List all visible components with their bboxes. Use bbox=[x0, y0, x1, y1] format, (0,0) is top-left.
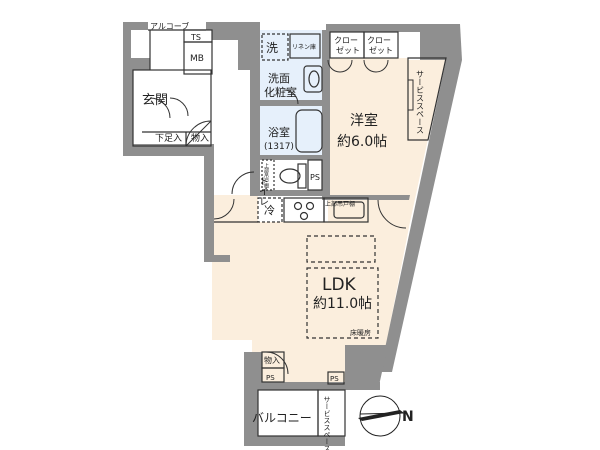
linen-label: リネン庫 bbox=[292, 43, 316, 51]
genkan-label: 玄関 bbox=[142, 93, 168, 108]
lower-storage-label: 物入 bbox=[264, 355, 280, 365]
bathroom-label-1: 浴室 bbox=[268, 125, 290, 139]
ps-lower-mid-label: PS bbox=[330, 375, 339, 383]
bedroom-floor bbox=[328, 58, 445, 222]
room-lines bbox=[132, 29, 447, 437]
washroom-label-2: 化粧室 bbox=[264, 85, 297, 99]
wash-label: 洗 bbox=[266, 41, 278, 55]
service-space-right-label: サービススペース bbox=[416, 70, 425, 134]
balcony-label: バルコニー bbox=[252, 411, 312, 425]
floor-heating-label: 床暖房 bbox=[350, 328, 371, 337]
alcove-label: アルコーブ bbox=[150, 21, 189, 31]
bedroom-label-1: 洋室 bbox=[350, 112, 378, 129]
service-space-lower-label: サービススペース bbox=[323, 396, 331, 450]
closet-1-label-1: クロー bbox=[334, 36, 358, 45]
compass-icon: N bbox=[358, 395, 414, 437]
shoe-storage-label: 下足入 bbox=[155, 133, 182, 144]
ps-lower-left-label: PS bbox=[266, 374, 275, 382]
bedroom-label-2: 約6.0帖 bbox=[337, 134, 387, 150]
closet-2-label-1: クロー bbox=[367, 36, 391, 45]
toilet-label: トイレ bbox=[257, 176, 269, 206]
upper-storage-vertical-label: 上部吊戸棚 bbox=[263, 162, 269, 189]
doors bbox=[149, 59, 407, 375]
entry-storage-label: 物入 bbox=[191, 132, 209, 144]
upper-storage-horizontal-label: 上部吊戸棚 bbox=[325, 200, 355, 208]
closet-2-label-2: ゼット bbox=[369, 45, 393, 55]
walls bbox=[123, 22, 462, 446]
ldk-label-1: LDK bbox=[322, 275, 357, 295]
closet-1-label-2: ゼット bbox=[336, 45, 360, 55]
fridge-label: 冷 bbox=[264, 204, 275, 217]
ldk-label-2: 約11.0帖 bbox=[313, 296, 372, 312]
bedroom-window bbox=[407, 79, 414, 111]
ts-label: TS bbox=[190, 33, 201, 42]
bathroom-floor bbox=[258, 104, 324, 156]
washroom-label-1: 洗面 bbox=[268, 72, 290, 85]
corridor-floor bbox=[212, 195, 258, 222]
bathroom-label-2: (1317) bbox=[264, 142, 294, 152]
mb-label: MB bbox=[190, 54, 204, 64]
north-label: N bbox=[402, 409, 414, 425]
ps-label: PS bbox=[310, 173, 320, 182]
